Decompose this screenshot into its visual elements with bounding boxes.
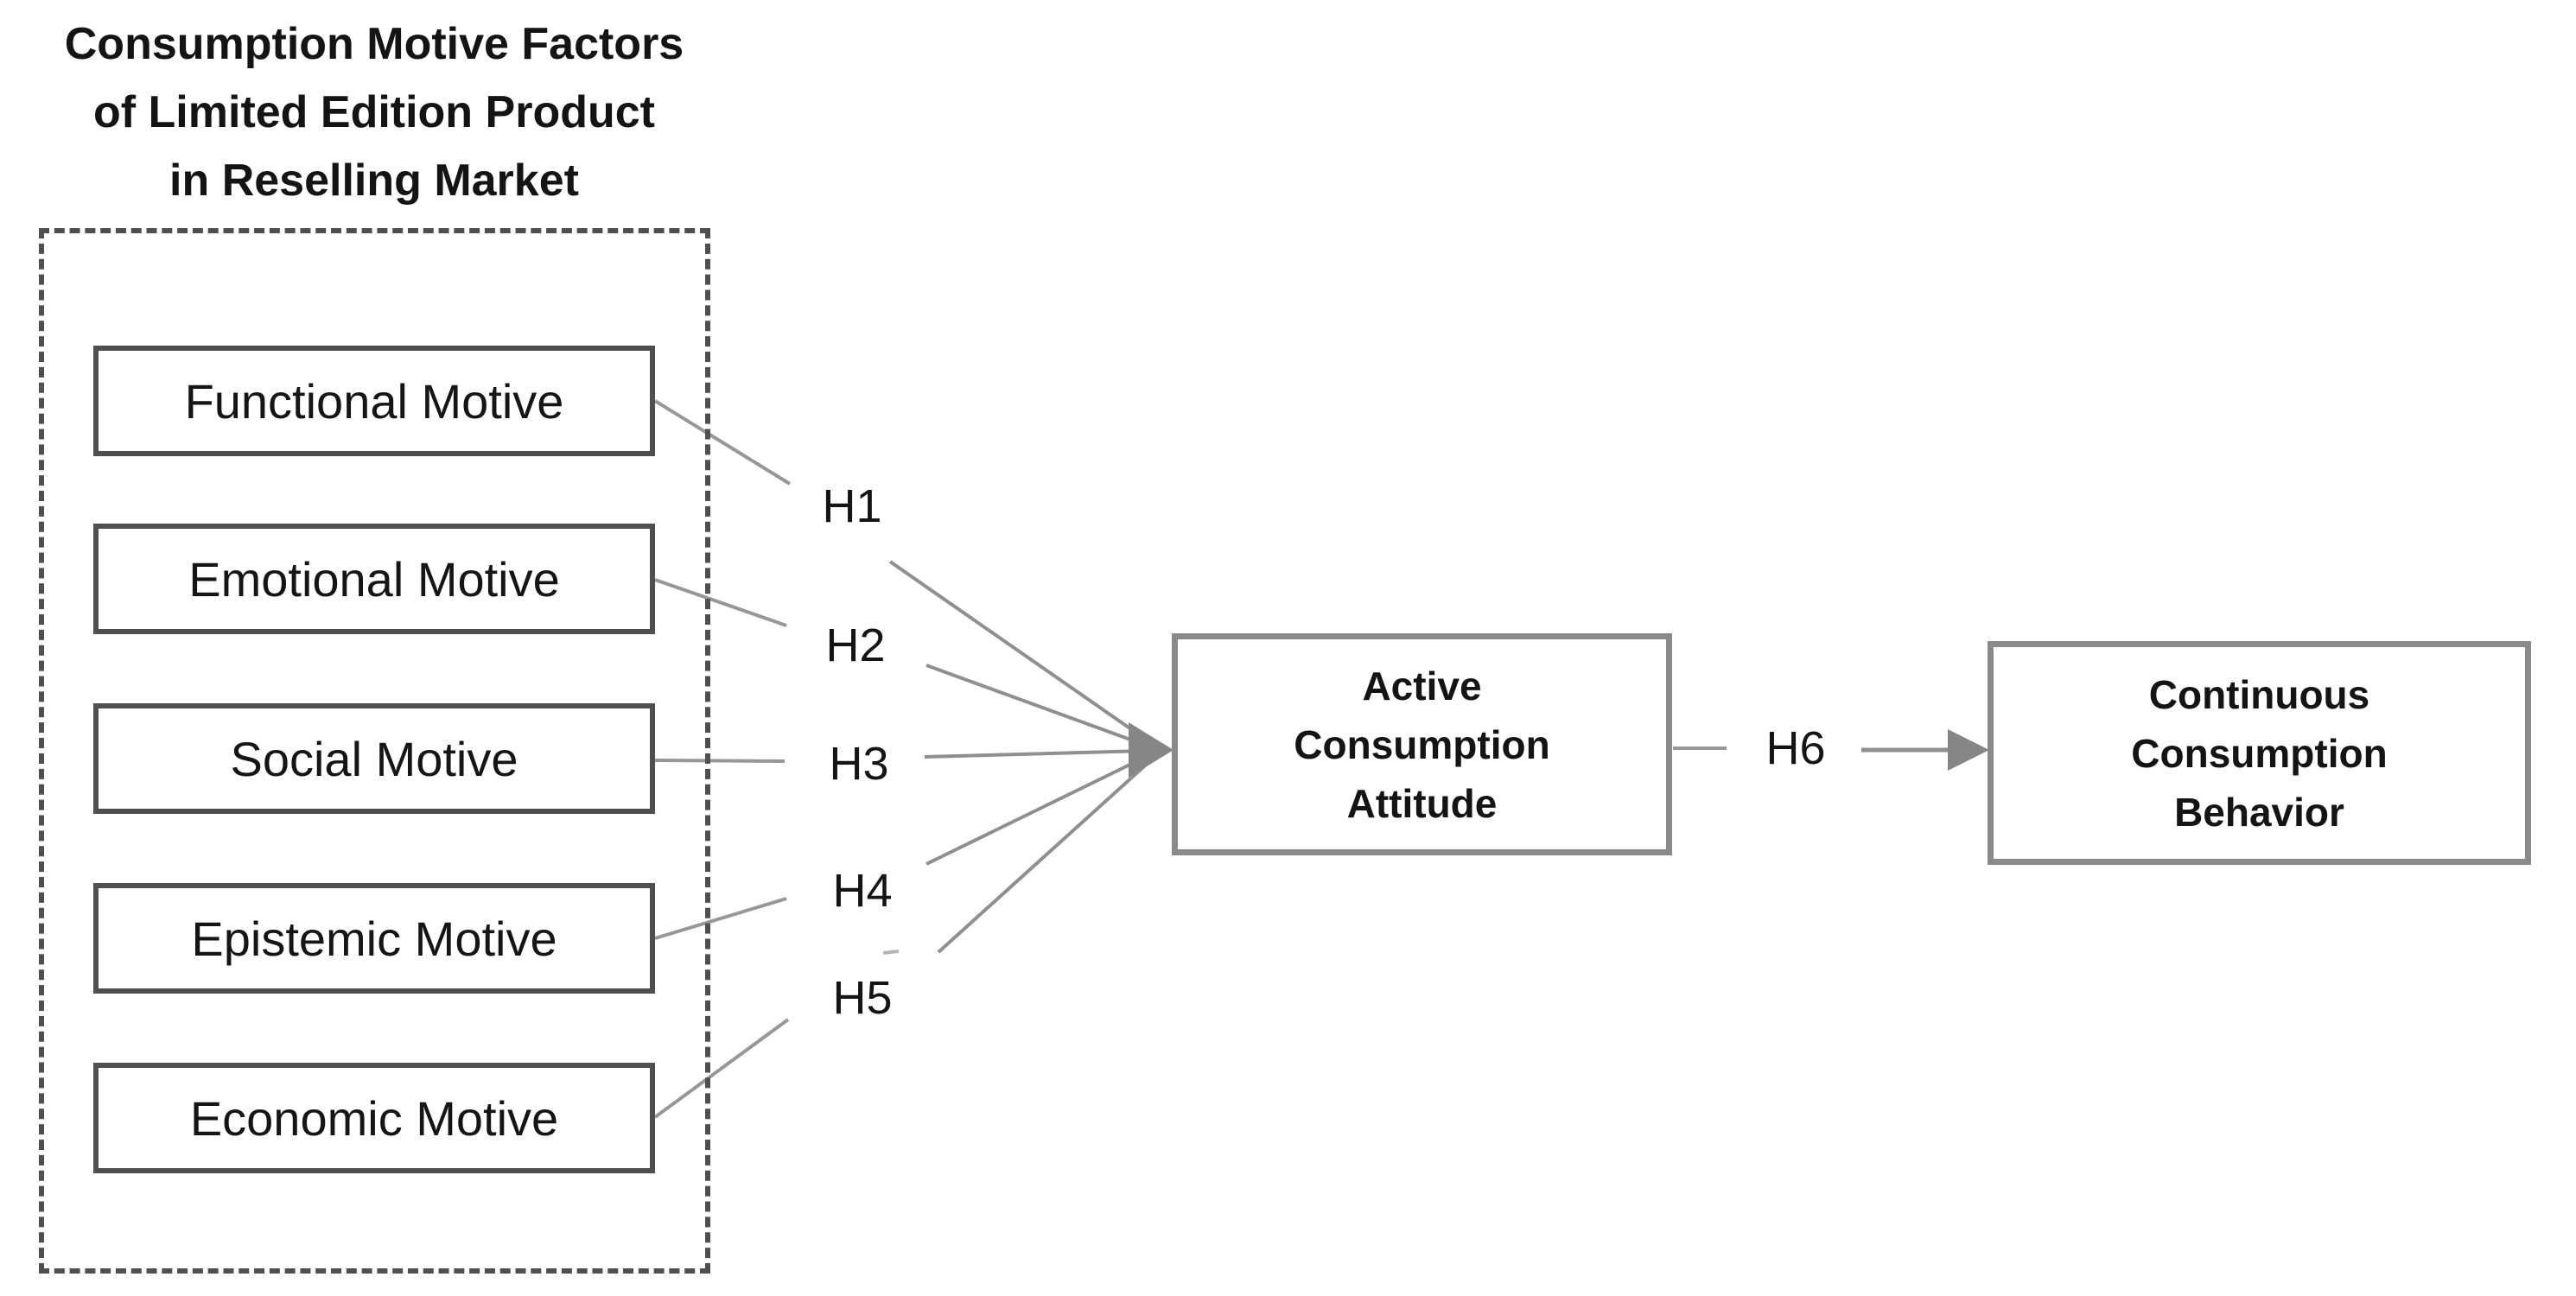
hypothesis-label-h1: H1: [822, 480, 882, 532]
box-economic-motive-label: Economic Motive: [189, 1090, 559, 1146]
diagram-title: Consumption Motive Factors of Limited Ed…: [64, 19, 684, 206]
box-continuous-consumption-behavior: Continuous Consumption Behavior: [1988, 641, 2531, 865]
box-economic-motive: Economic Motive: [93, 1063, 655, 1173]
line-h5-to-mediator: [937, 757, 1154, 954]
hypothesis-label-h2: H2: [825, 619, 886, 671]
line-h2-to-mediator: [925, 664, 1150, 748]
box-emotional-motive: Emotional Motive: [93, 524, 655, 634]
box-functional-motive-label: Functional Motive: [184, 373, 564, 429]
hypothesis-label-h6: H6: [1765, 722, 1826, 774]
box-functional-motive: Functional Motive: [93, 346, 655, 456]
arrowhead-into-outcome: [1948, 729, 1989, 771]
box-continuous-consumption-behavior-label: Continuous Consumption Behavior: [2131, 671, 2388, 835]
motive-group-container: [39, 228, 710, 1274]
artifact-dash: [882, 950, 900, 955]
box-epistemic-motive-label: Epistemic Motive: [191, 911, 557, 966]
line-h1-to-mediator: [888, 560, 1153, 745]
stub-social-to-h3: [654, 759, 786, 763]
box-social-motive-label: Social Motive: [230, 731, 518, 786]
stub-functional-to-h1: [653, 399, 792, 486]
stub-emotional-to-h2: [654, 578, 787, 627]
line-h3-to-mediator: [924, 749, 1147, 759]
box-active-consumption-attitude-label: Active Consumption Attitude: [1294, 663, 1550, 826]
stub-economic-to-h5: [653, 1018, 790, 1119]
hypothesis-label-h3: H3: [829, 738, 889, 790]
line-h4-to-mediator: [925, 753, 1150, 866]
box-active-consumption-attitude: Active Consumption Attitude: [1172, 633, 1672, 855]
box-emotional-motive-label: Emotional Motive: [188, 551, 560, 607]
box-social-motive: Social Motive: [93, 703, 655, 814]
box-epistemic-motive: Epistemic Motive: [93, 883, 655, 994]
stub-epistemic-to-h4: [654, 897, 787, 940]
hypothesis-label-h5: H5: [832, 972, 893, 1024]
hypothesis-label-h4: H4: [832, 865, 893, 917]
arrowhead-into-mediator: [1129, 722, 1174, 778]
